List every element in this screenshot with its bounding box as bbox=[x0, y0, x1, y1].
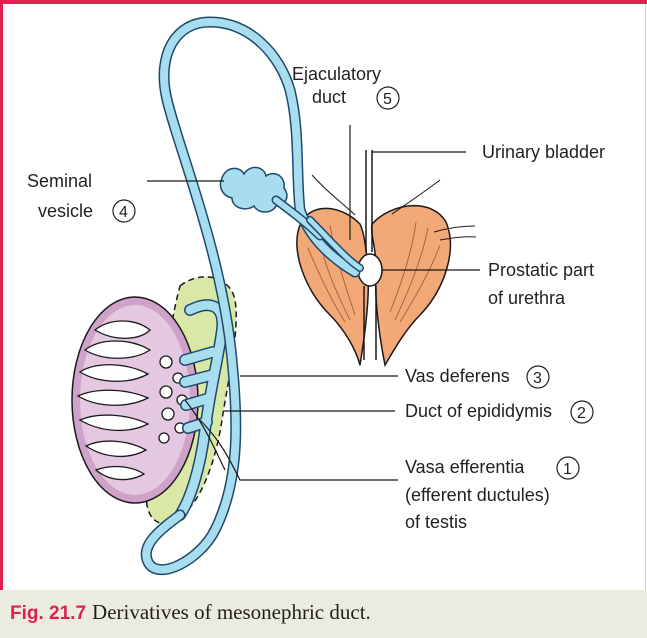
testis bbox=[72, 297, 198, 503]
number-4: 4 bbox=[119, 204, 128, 221]
label-ejaculatory-2: duct bbox=[312, 87, 346, 107]
label-urinary-bladder: Urinary bladder bbox=[482, 142, 605, 162]
label-vas-deferens: Vas deferens bbox=[405, 366, 510, 386]
number-2: 2 bbox=[577, 405, 586, 422]
number-5: 5 bbox=[383, 91, 392, 108]
figure-number: Fig. 21.7 bbox=[10, 603, 86, 624]
label-seminal-1: Seminal bbox=[27, 171, 92, 191]
label-vasa-3: of testis bbox=[405, 512, 467, 532]
number-1: 1 bbox=[563, 461, 572, 478]
bladder-right-lobe bbox=[372, 206, 451, 365]
figure-caption: Fig. 21.7 Derivatives of mesonephric duct… bbox=[0, 590, 647, 638]
label-prostatic-2: of urethra bbox=[488, 288, 566, 308]
label-ejaculatory-1: Ejaculatory bbox=[292, 64, 381, 84]
mesonephric-duct-diagram: Ejaculatory duct 5 Urinary bladder Semin… bbox=[0, 0, 647, 590]
label-vasa-1: Vasa efferentia bbox=[405, 457, 525, 477]
number-3: 3 bbox=[533, 370, 542, 387]
seminal-vesicle bbox=[220, 167, 320, 236]
caption-text: Derivatives of mesonephric duct. bbox=[92, 600, 371, 624]
label-prostatic-1: Prostatic part bbox=[488, 260, 594, 280]
label-seminal-2: vesicle bbox=[38, 201, 93, 221]
label-vasa-2: (efferent ductules) bbox=[405, 485, 550, 505]
label-duct-epididymis: Duct of epididymis bbox=[405, 401, 552, 421]
